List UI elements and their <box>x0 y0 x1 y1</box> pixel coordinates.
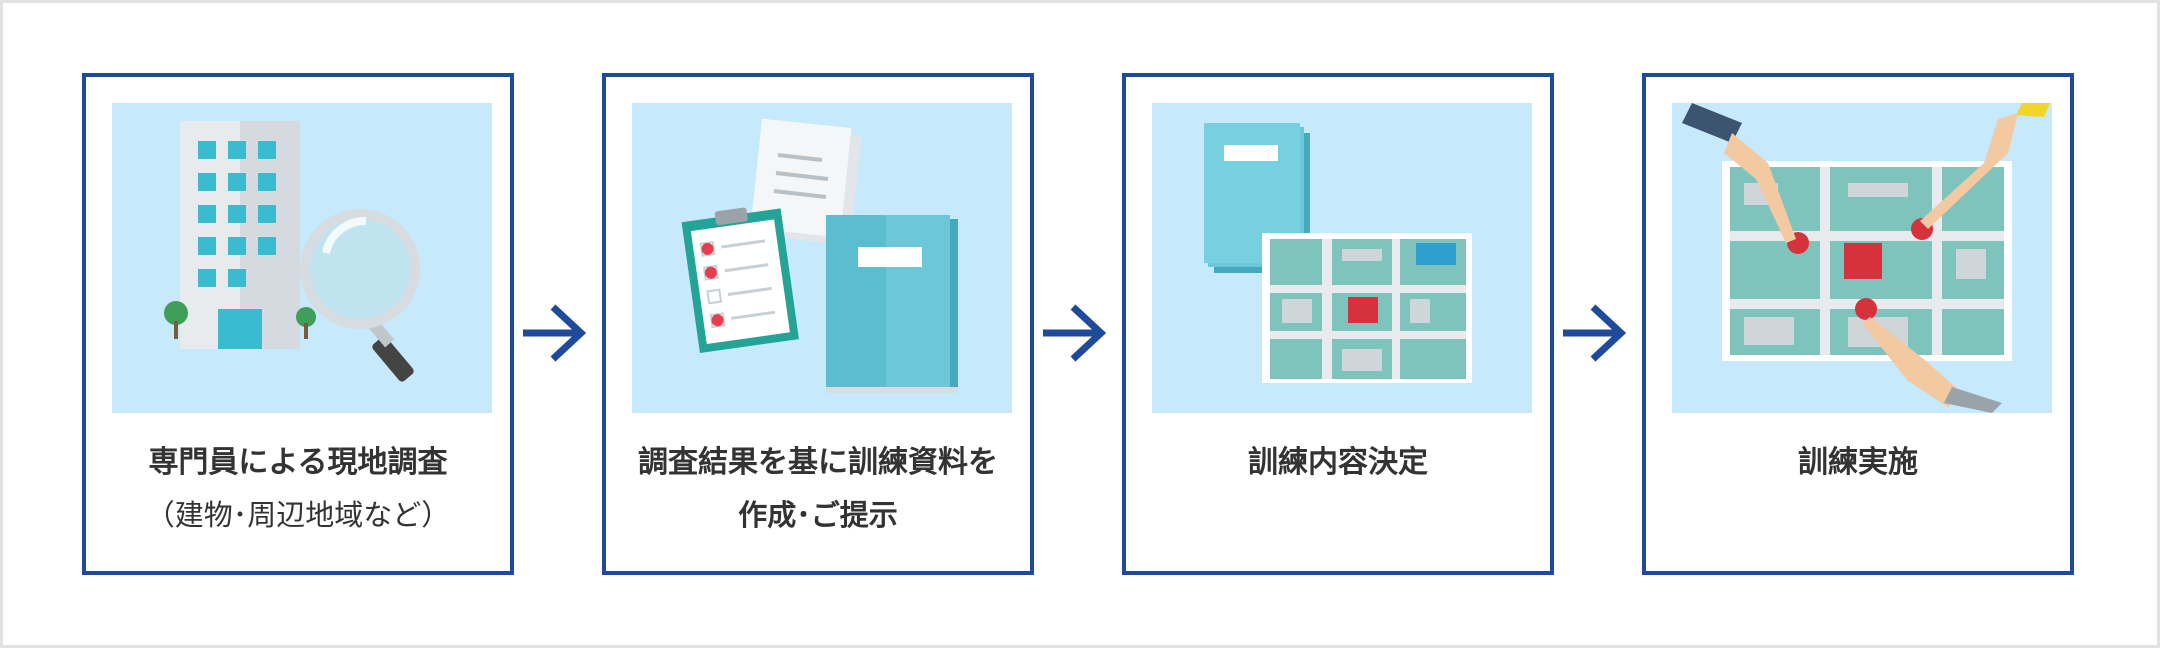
step-card-4: 訓練実施 <box>1642 73 2074 575</box>
arrow-right-icon <box>1043 304 1107 362</box>
step-label-4: 訓練実施 <box>1646 437 2070 489</box>
step-title-1: 専門員による現地調査 <box>148 445 448 480</box>
arrow-right-icon <box>1563 304 1627 362</box>
step-subtitle-1: （建物･周辺地域など） <box>145 498 451 532</box>
step-label-3: 訓練内容決定 <box>1126 437 1550 489</box>
step-title-2: 調査結果を基に訓練資料を <box>638 445 998 480</box>
arrow-right-icon <box>523 304 587 362</box>
documents-checklist-icon <box>632 103 1012 413</box>
books-map-icon <box>1152 103 1532 413</box>
step-card-3: 訓練内容決定 <box>1122 73 1554 575</box>
step-label-1: 専門員による現地調査 （建物･周辺地域など） <box>86 437 510 541</box>
step-card-1: 専門員による現地調査 （建物･周辺地域など） <box>82 73 514 575</box>
step-title-3: 訓練内容決定 <box>1248 445 1428 480</box>
step-card-2: 調査結果を基に訓練資料を 作成･ご提示 <box>602 73 1034 575</box>
step-title-4: 訓練実施 <box>1798 445 1918 480</box>
step-subtitle-2: 作成･ご提示 <box>738 498 898 532</box>
step-label-2: 調査結果を基に訓練資料を 作成･ご提示 <box>606 437 1030 541</box>
map-pointing-hands-icon <box>1672 103 2052 413</box>
building-inspection-icon <box>112 103 492 413</box>
